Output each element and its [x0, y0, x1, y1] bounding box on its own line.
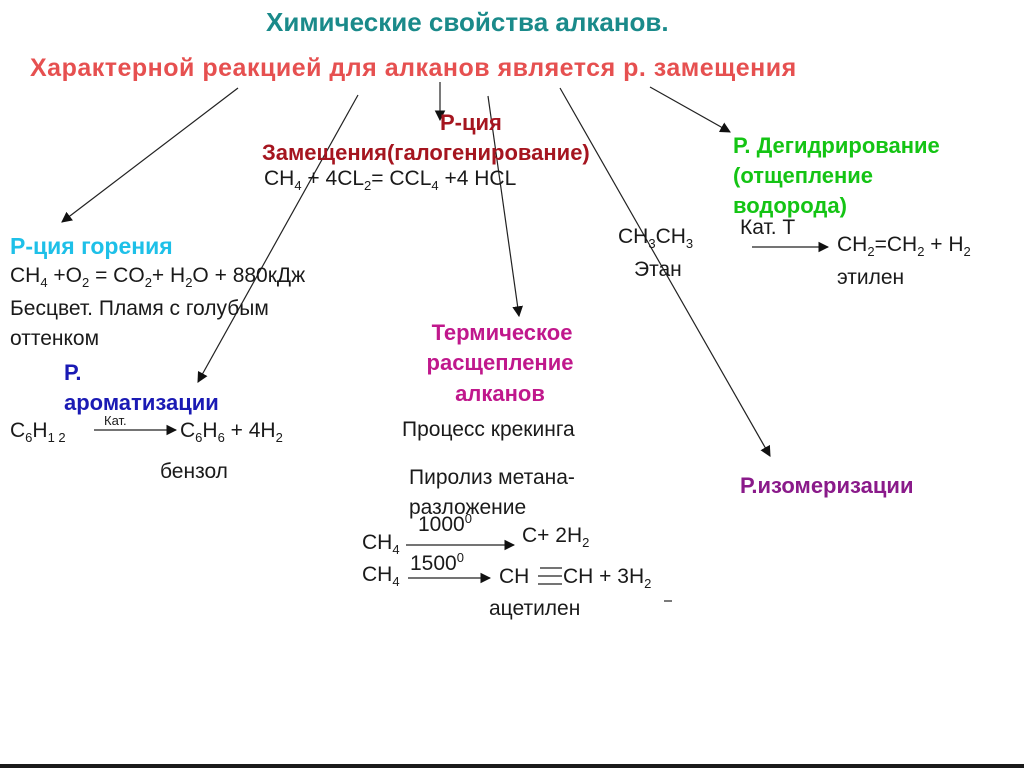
arrow-to-combustion: [61, 87, 239, 223]
dehydrogenation-catalyst: Кат. Т: [740, 216, 796, 239]
substitution-heading-2: Замещения(галогенирование): [262, 140, 590, 165]
dehydrogenation-heading-2: (отщепление: [733, 163, 874, 188]
page-title: Химические свойства алканов.: [266, 7, 669, 37]
ethane-name: Этан: [634, 258, 682, 281]
ethylene-name: этилен: [837, 266, 905, 289]
pyrolysis-line-2: разложение: [409, 496, 527, 519]
combustion-equation: CH4 +O2 = CO2+ H2O + 880кДж: [10, 264, 306, 291]
substitution-equation: CH4 + 4CL2= CCL4 +4 HCL: [264, 167, 517, 194]
dehydrogenation-heading-3: водорода): [733, 193, 847, 218]
pyrolysis-2-product-b: CH + 3H2: [563, 565, 652, 592]
pyrolysis-1-reactant: CH4: [362, 531, 400, 558]
arrow-to-isomerization: [559, 87, 771, 457]
ethylene-equation: CH2=CH2 + H2: [837, 233, 971, 260]
arrow-to-aromatization: [197, 94, 359, 383]
pyrolysis-2-reactant: CH4: [362, 563, 400, 590]
aromatization-product: C6H6 + 4H2: [180, 419, 283, 446]
substitution-heading-1: Р-ция: [440, 110, 502, 135]
thermal-heading-3: алканов: [455, 381, 545, 406]
pyrolysis-line-1: Пиролиз метана-: [409, 466, 575, 489]
aromatization-reactant: C6H1 2: [10, 419, 66, 446]
aromatization-catalyst: Кат.: [104, 413, 127, 428]
arrow-to-dehydrogenation: [649, 86, 731, 133]
pyrolysis-1-temperature: 10000: [418, 511, 472, 536]
isomerization-heading: Р.изомеризации: [740, 473, 914, 498]
arrow-to-thermal: [487, 95, 523, 318]
aromatization-heading-1: Р.: [64, 360, 82, 385]
thermal-heading-2: расщепление: [426, 350, 574, 375]
ethane-formula: CH3CH3: [618, 225, 694, 252]
combustion-heading: Р-ция горения: [10, 233, 173, 259]
thermal-heading-1: Термическое: [431, 320, 573, 345]
aromatization-heading-2: ароматизации: [64, 390, 219, 415]
bottom-border: [0, 764, 1024, 768]
combustion-note-1: Бесцвет. Пламя с голубым: [10, 297, 269, 320]
acetylene-name: ацетилен: [489, 597, 581, 620]
dehydrogenation-heading-1: Р. Дегидрирование: [733, 133, 940, 158]
pyrolysis-2-product-a: CH: [499, 565, 530, 588]
combustion-note-2: оттенком: [10, 327, 100, 350]
benzene-name: бензол: [160, 460, 228, 483]
cracking-process: Процесс крекинга: [402, 418, 575, 441]
subtitle: Характерной реакцией для алканов являетс…: [30, 54, 797, 82]
pyrolysis-2-temperature: 15000: [410, 550, 464, 575]
pyrolysis-1-product: C+ 2H2: [522, 524, 590, 551]
